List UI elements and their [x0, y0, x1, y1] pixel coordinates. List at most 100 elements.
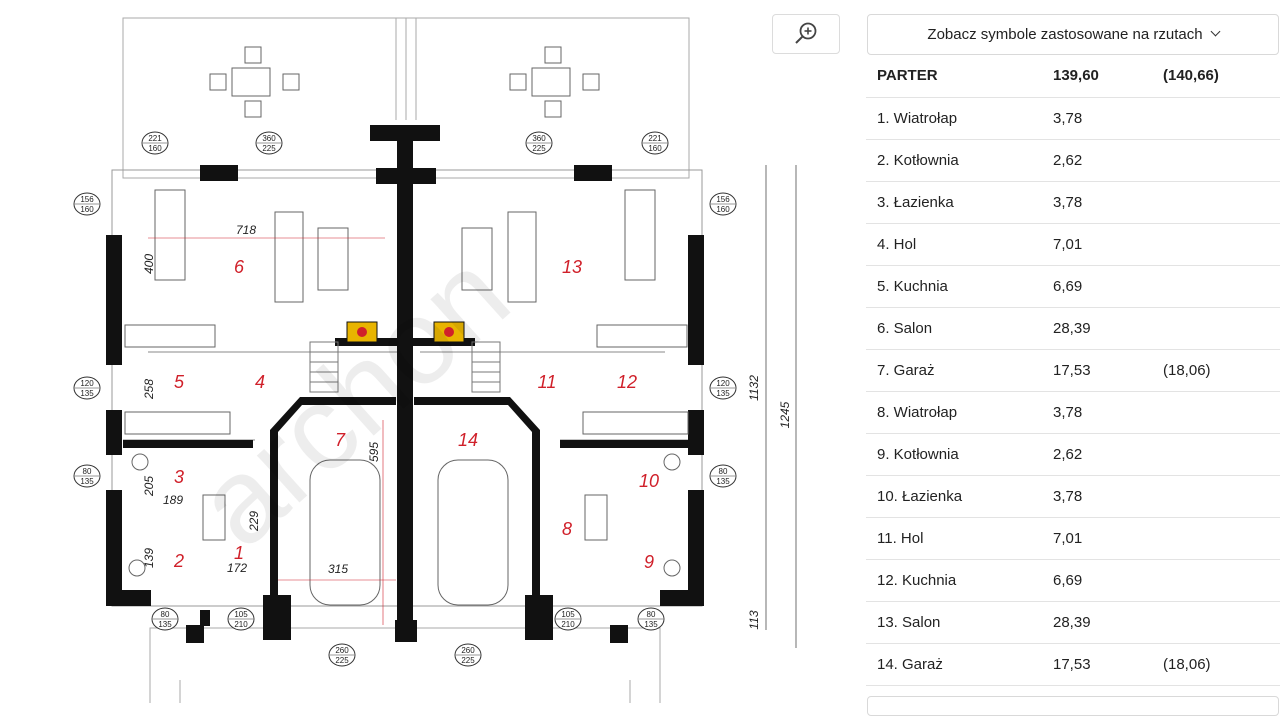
svg-text:360: 360 — [532, 134, 546, 143]
room-area-extra — [1163, 391, 1280, 434]
room-area-extra — [1163, 307, 1280, 350]
svg-text:210: 210 — [561, 620, 575, 629]
room-name: 11. Hol — [866, 517, 1053, 560]
svg-text:105: 105 — [561, 610, 575, 619]
svg-text:260: 260 — [461, 646, 475, 655]
room-name: 14. Garaż — [866, 643, 1053, 686]
room-area-extra — [1163, 139, 1280, 182]
room-area: 7,01 — [1053, 517, 1163, 560]
room-area-extra — [1163, 475, 1280, 518]
svg-text:221: 221 — [148, 134, 162, 143]
room-area: 2,62 — [1053, 139, 1163, 182]
room-number-11: 11 — [538, 372, 557, 392]
plan-walls — [106, 125, 704, 643]
svg-text:360: 360 — [262, 134, 276, 143]
room-area: 28,39 — [1053, 307, 1163, 350]
plan-stairs — [309, 341, 501, 393]
fireplace-icons — [346, 321, 465, 343]
room-name: 13. Salon — [866, 601, 1053, 644]
next-section-button[interactable] — [867, 696, 1279, 716]
room-area: 17,53 — [1053, 349, 1163, 392]
dim-1132: 1132 — [747, 375, 761, 401]
svg-text:80: 80 — [719, 467, 728, 476]
room-number-6: 6 — [234, 257, 245, 277]
svg-text:120: 120 — [80, 379, 94, 388]
dim-172: 172 — [227, 561, 247, 575]
room-area-extra — [1163, 265, 1280, 308]
dim-229: 229 — [247, 511, 261, 532]
room-area: 7,01 — [1053, 223, 1163, 266]
room-area: 3,78 — [1053, 475, 1163, 518]
svg-text:260: 260 — [335, 646, 349, 655]
svg-text:105: 105 — [234, 610, 248, 619]
svg-text:135: 135 — [80, 477, 94, 486]
room-name: 7. Garaż — [866, 349, 1053, 392]
dim-595: 595 — [367, 442, 381, 462]
table-header-row: PARTER 139,60 (140,66) — [866, 55, 1280, 98]
svg-text:225: 225 — [262, 144, 276, 153]
room-area: 3,78 — [1053, 97, 1163, 140]
show-symbols-dropdown-button[interactable]: Zobacz symbole zastosowane na rzutach — [867, 14, 1279, 55]
room-number-8: 8 — [562, 519, 572, 539]
svg-text:135: 135 — [716, 477, 730, 486]
dim-205: 205 — [142, 476, 156, 497]
chevron-down-icon — [1210, 26, 1221, 37]
room-number-3: 3 — [174, 467, 184, 487]
svg-text:80: 80 — [83, 467, 92, 476]
svg-text:120: 120 — [716, 379, 730, 388]
floor-plan-image: 1 2 3 4 5 6 7 8 9 10 11 12 13 14 718 400… — [73, 17, 797, 703]
room-area: 6,69 — [1053, 559, 1163, 602]
furniture — [124, 46, 689, 606]
room-area-extra — [1163, 181, 1280, 224]
room-area-extra — [1163, 433, 1280, 476]
room-number-labels: 1 2 3 4 5 6 7 8 9 10 11 12 13 14 — [173, 257, 659, 572]
room-area-extra: (18,06) — [1163, 349, 1280, 392]
zoom-button[interactable] — [772, 14, 840, 54]
svg-text:225: 225 — [461, 656, 475, 665]
svg-text:135: 135 — [158, 620, 172, 629]
room-name: 4. Hol — [866, 223, 1053, 266]
room-area-extra — [1163, 601, 1280, 644]
svg-text:135: 135 — [80, 389, 94, 398]
svg-text:80: 80 — [161, 610, 170, 619]
svg-text:225: 225 — [532, 144, 546, 153]
svg-text:156: 156 — [80, 195, 94, 204]
dim-189: 189 — [163, 493, 183, 507]
svg-text:160: 160 — [148, 144, 162, 153]
dim-718: 718 — [236, 223, 256, 237]
room-area: 28,39 — [1053, 601, 1163, 644]
zoom-in-icon — [795, 22, 817, 44]
room-name: 9. Kotłownia — [866, 433, 1053, 476]
room-area: 3,78 — [1053, 181, 1163, 224]
floor-area: 139,60 — [1053, 55, 1163, 98]
room-area: 17,53 — [1053, 643, 1163, 686]
room-area-extra — [1163, 517, 1280, 560]
room-number-13: 13 — [562, 257, 582, 277]
floor-plan-panel: 1 2 3 4 5 6 7 8 9 10 11 12 13 14 718 400… — [73, 14, 840, 703]
svg-text:135: 135 — [716, 389, 730, 398]
room-name: 2. Kotłownia — [866, 139, 1053, 182]
